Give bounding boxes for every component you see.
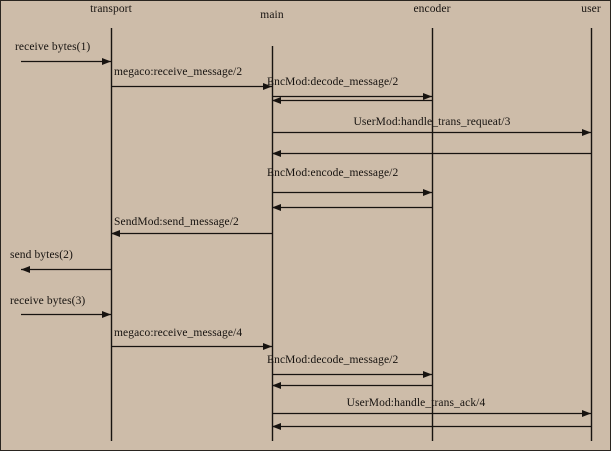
- arrowhead: [21, 266, 30, 273]
- message-label-m9: SendMod:send_message/2: [114, 216, 239, 228]
- message-arrows-group: [21, 58, 591, 430]
- message-label-m10: send bytes(2): [10, 249, 73, 261]
- message-label-m1: receive bytes(1): [15, 41, 91, 53]
- message-arrow-m2: [111, 83, 272, 90]
- message-arrow-m10: [21, 266, 111, 273]
- lifelines-group: [110, 28, 593, 441]
- actor-header-encoder: encoder: [413, 3, 451, 15]
- actor-header-main: main: [260, 9, 284, 21]
- message-arrow-m16: [272, 423, 591, 430]
- arrowhead: [272, 423, 281, 430]
- message-label-m12: megaco:receive_message/4: [114, 327, 243, 339]
- message-label-m13: EncMod:decode_message/2: [267, 354, 399, 366]
- arrowhead: [272, 382, 281, 389]
- arrowhead: [423, 371, 432, 378]
- message-label-m3: EncMod:decode_message/2: [267, 76, 399, 88]
- message-arrow-m13: [272, 371, 432, 378]
- message-arrow-m6: [272, 150, 591, 157]
- message-arrow-m12: [111, 343, 272, 350]
- message-arrow-m4: [272, 97, 432, 104]
- message-label-m2: megaco:receive_message/2: [114, 66, 243, 78]
- arrowhead: [423, 189, 432, 196]
- arrowhead: [272, 204, 281, 211]
- message-arrow-m7: [272, 189, 432, 196]
- arrowhead: [582, 410, 591, 417]
- arrowhead: [263, 83, 272, 90]
- message-arrow-m8: [272, 204, 432, 211]
- message-label-m15: UserMod:handle_trans_ack/4: [346, 397, 486, 409]
- message-arrow-m14: [272, 382, 432, 389]
- actor-header-user: user: [581, 3, 601, 15]
- message-arrow-m15: [272, 410, 591, 417]
- arrowhead: [102, 311, 111, 318]
- message-label-m7: EncMod:encode_message/2: [267, 167, 399, 179]
- actor-header-transport: transport: [90, 3, 132, 15]
- arrowhead: [582, 129, 591, 136]
- message-arrow-m9: [111, 230, 272, 237]
- arrowhead: [272, 150, 281, 157]
- arrowhead: [423, 93, 432, 100]
- message-arrow-m11: [21, 311, 111, 318]
- arrowhead: [102, 58, 111, 65]
- arrowhead: [263, 343, 272, 350]
- arrowhead: [111, 230, 120, 237]
- message-arrow-m3: [272, 93, 432, 100]
- message-arrow-m5: [272, 129, 591, 136]
- message-arrow-m1: [21, 58, 111, 65]
- message-label-m5: UserMod:handle_trans_requeat/3: [353, 116, 511, 128]
- message-label-m11: receive bytes(3): [10, 295, 86, 307]
- arrowhead: [272, 97, 281, 104]
